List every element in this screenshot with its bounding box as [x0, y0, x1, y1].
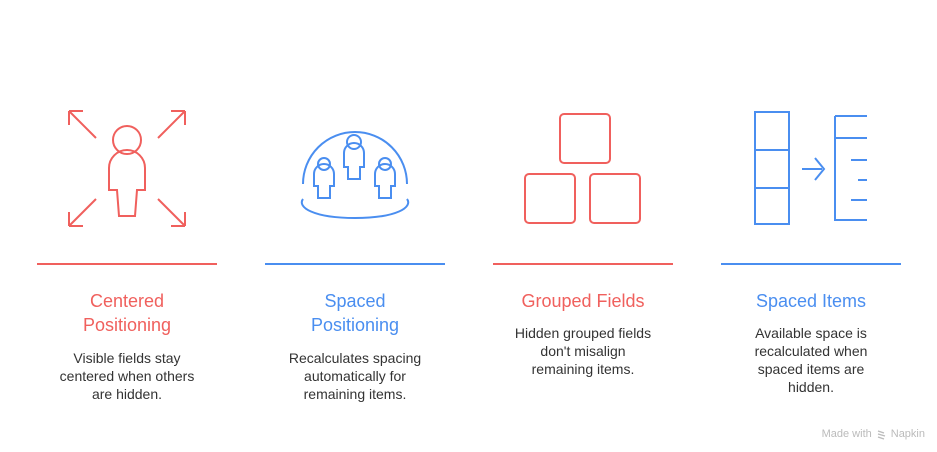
divider: [265, 263, 445, 265]
desc-line: are hidden.: [91, 386, 163, 402]
napkin-brand: Napkin: [890, 428, 925, 440]
item-grouped-fields: Grouped Fields Hidden grouped fields don…: [483, 0, 683, 452]
desc-line: centered when others: [59, 368, 195, 384]
group-dome-icon: [300, 131, 410, 220]
column-to-ruler-icon: [754, 111, 867, 225]
desc-line: remaining items.: [531, 361, 635, 377]
item-title: Grouped Fields: [483, 289, 683, 313]
title-line: Positioning: [82, 315, 172, 335]
divider: [721, 263, 901, 265]
title-line: Centered: [89, 291, 165, 311]
made-with-napkin: Made with Napkin: [822, 428, 925, 440]
desc-line: hidden.: [788, 379, 834, 395]
divider: [37, 263, 217, 265]
desc-line: don't misalign: [540, 343, 626, 359]
desc-line: spaced items are: [757, 361, 865, 377]
desc-line: Available space is: [755, 325, 867, 341]
divider: [493, 263, 673, 265]
stacked-boxes-icon: [524, 113, 641, 224]
item-centered-positioning: Centered Positioning Visible fields stay…: [27, 0, 227, 452]
item-title: Centered Positioning: [27, 289, 227, 337]
person-expand-icon: [68, 110, 186, 227]
made-with-label: Made with: [821, 428, 872, 440]
item-title: Spaced Items: [711, 289, 911, 313]
item-description: Visible fields stay centered when others…: [27, 349, 227, 403]
desc-line: automatically for: [304, 368, 406, 384]
title-line: Spaced: [324, 291, 386, 311]
item-spaced-positioning: Spaced Positioning Recalculates spacing …: [255, 0, 455, 452]
item-title: Spaced Positioning: [255, 289, 455, 337]
title-line: Positioning: [310, 315, 400, 335]
desc-line: Recalculates spacing: [288, 350, 422, 366]
title-line: Grouped Fields: [521, 291, 645, 311]
desc-line: remaining items.: [303, 386, 407, 402]
title-line: Spaced Items: [755, 291, 867, 311]
desc-line: recalculated when: [754, 343, 868, 359]
item-spaced-items: Spaced Items Available space is recalcul…: [711, 0, 911, 452]
item-description: Available space is recalculated when spa…: [711, 324, 911, 396]
desc-line: Visible fields stay: [73, 350, 181, 366]
napkin-logo-icon: [877, 429, 885, 440]
item-description: Hidden grouped fields don't misalign rem…: [483, 324, 683, 378]
item-description: Recalculates spacing automatically for r…: [255, 349, 455, 403]
desc-line: Hidden grouped fields: [514, 325, 652, 341]
